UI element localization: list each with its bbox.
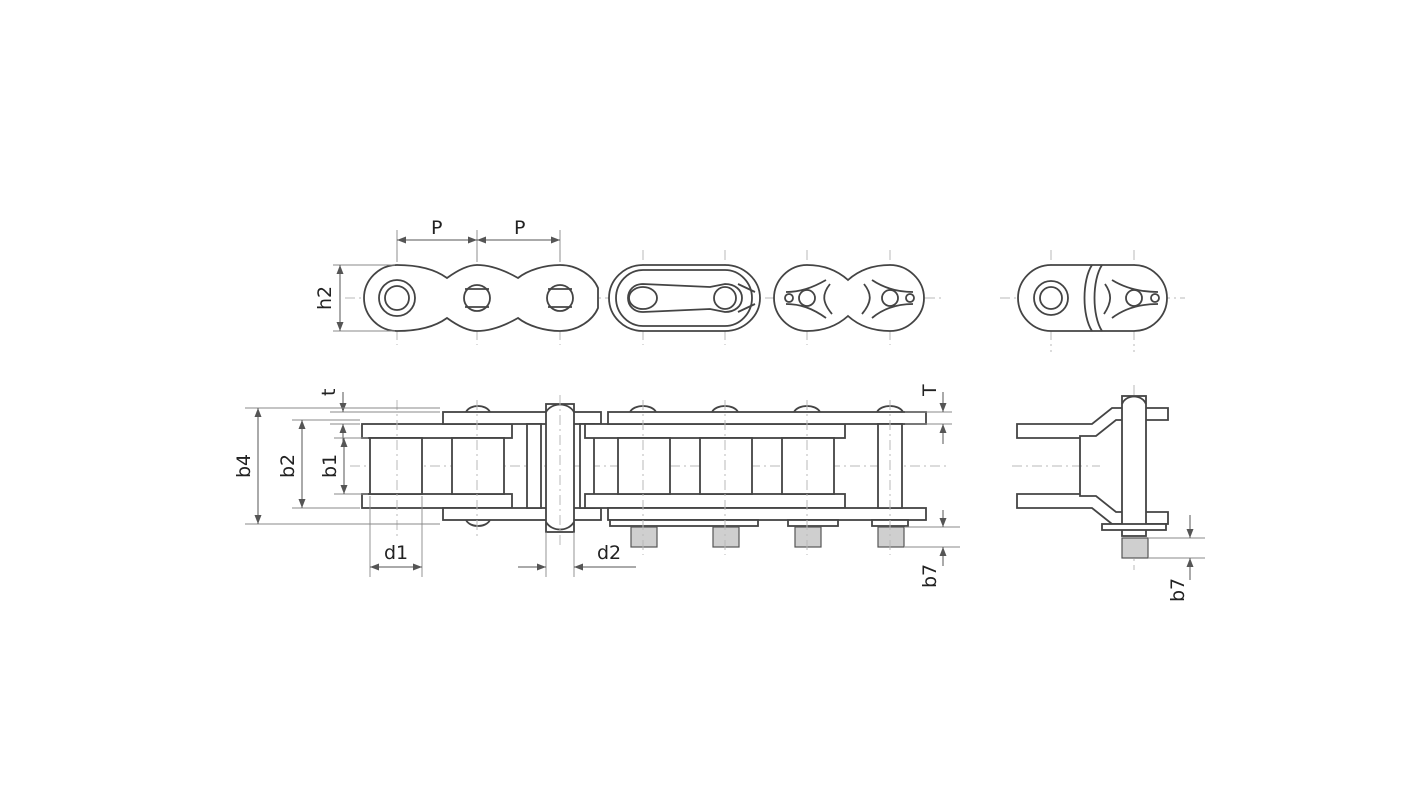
connecting-link-plate — [608, 264, 761, 332]
label-pin-protrusion-2: b7 — [1167, 578, 1189, 602]
pin-end-2 — [463, 284, 491, 312]
label-width-inner-link: b2 — [277, 454, 299, 478]
dimensions — [245, 230, 1205, 580]
chain-plan-view — [350, 395, 950, 555]
roller-1 — [369, 437, 423, 495]
pin-end-3 — [546, 284, 574, 312]
slot — [627, 283, 743, 313]
chain-side-view — [345, 250, 945, 345]
label-plate-height: h2 — [314, 286, 336, 310]
label-pitch-1: P — [431, 217, 442, 239]
pin-protrusion — [630, 526, 658, 548]
label-plate-thickness-outer: T — [919, 384, 941, 397]
label-width-between-plates: b1 — [319, 454, 341, 478]
spring-clip — [785, 279, 833, 319]
outer-link-plate-with-clips — [773, 264, 925, 332]
label-pitch-2: P — [514, 217, 525, 239]
roller-2 — [451, 437, 505, 495]
label-plate-thickness-inner: t — [318, 389, 340, 396]
label-pin-diameter: d2 — [597, 542, 621, 564]
connecting-link-side-view — [1000, 250, 1185, 352]
label-roller-diameter: d1 — [384, 542, 408, 564]
label-width-outer: b4 — [233, 454, 255, 478]
bushing-ring-1 — [384, 285, 410, 311]
label-pin-protrusion-1: b7 — [919, 564, 941, 588]
connecting-link-plan-view — [1012, 385, 1169, 570]
